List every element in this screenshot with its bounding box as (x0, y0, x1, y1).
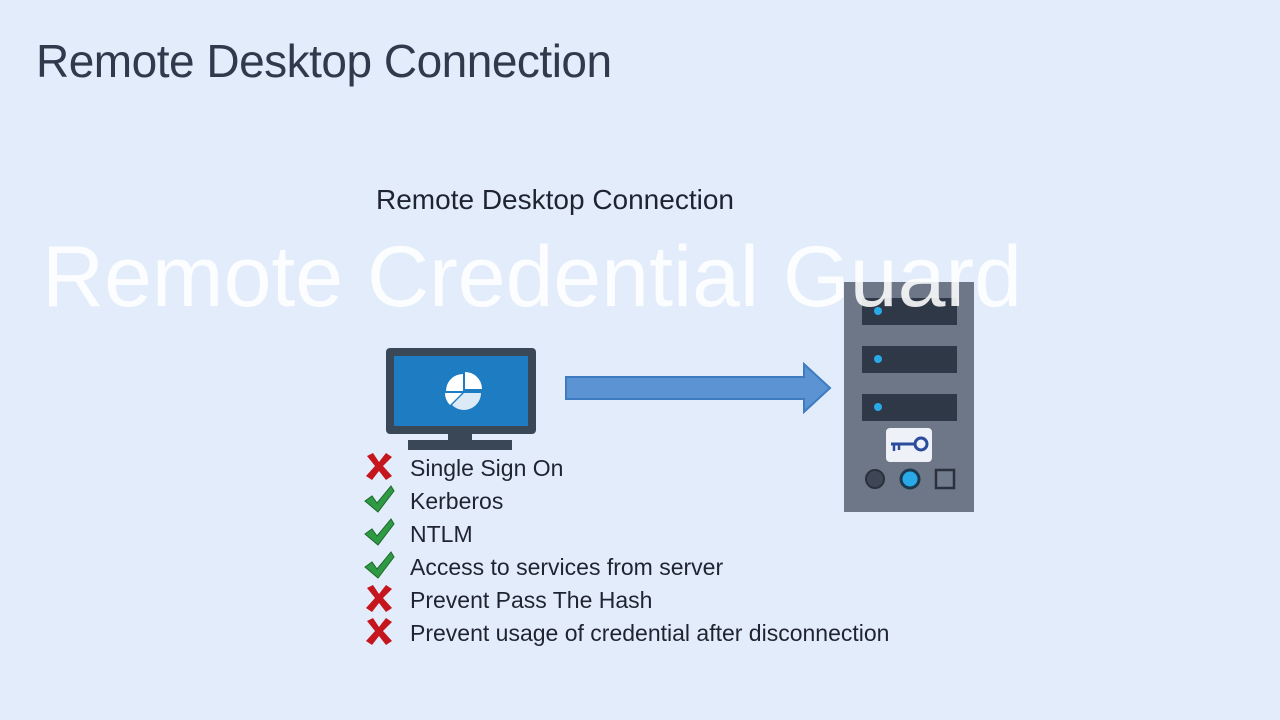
feature-item: Prevent Pass The Hash (362, 584, 889, 617)
cross-icon (362, 615, 396, 653)
server-with-key-icon (844, 282, 974, 512)
slide-title: Remote Desktop Connection (36, 35, 612, 87)
cross-icon (362, 582, 396, 620)
feature-label: Access to services from server (410, 554, 724, 580)
feature-item: Access to services from server (362, 549, 889, 587)
feature-item: Prevent usage of credential after discon… (362, 617, 889, 650)
feature-label: Single Sign On (410, 455, 564, 481)
right-arrow-icon (565, 361, 832, 415)
feature-label: NTLM (410, 521, 473, 547)
check-icon (362, 549, 396, 587)
feature-item: Single Sign On (362, 452, 889, 485)
feature-label: Prevent usage of credential after discon… (410, 620, 890, 646)
cross-icon (362, 450, 396, 488)
monitor-pie-chart-icon (386, 348, 536, 450)
diagram-title: Remote Desktop Connection (376, 184, 734, 215)
feature-item: NTLM (362, 516, 889, 554)
pie-chart-icon (445, 372, 482, 410)
feature-label: Kerberos (410, 488, 504, 514)
key-icon (886, 428, 932, 462)
watermark-text: Remote Credential Guard (42, 229, 1022, 325)
feature-item: Kerberos (362, 483, 889, 521)
feature-label: Prevent Pass The Hash (410, 587, 653, 613)
check-icon (362, 483, 396, 521)
check-icon (362, 516, 396, 554)
